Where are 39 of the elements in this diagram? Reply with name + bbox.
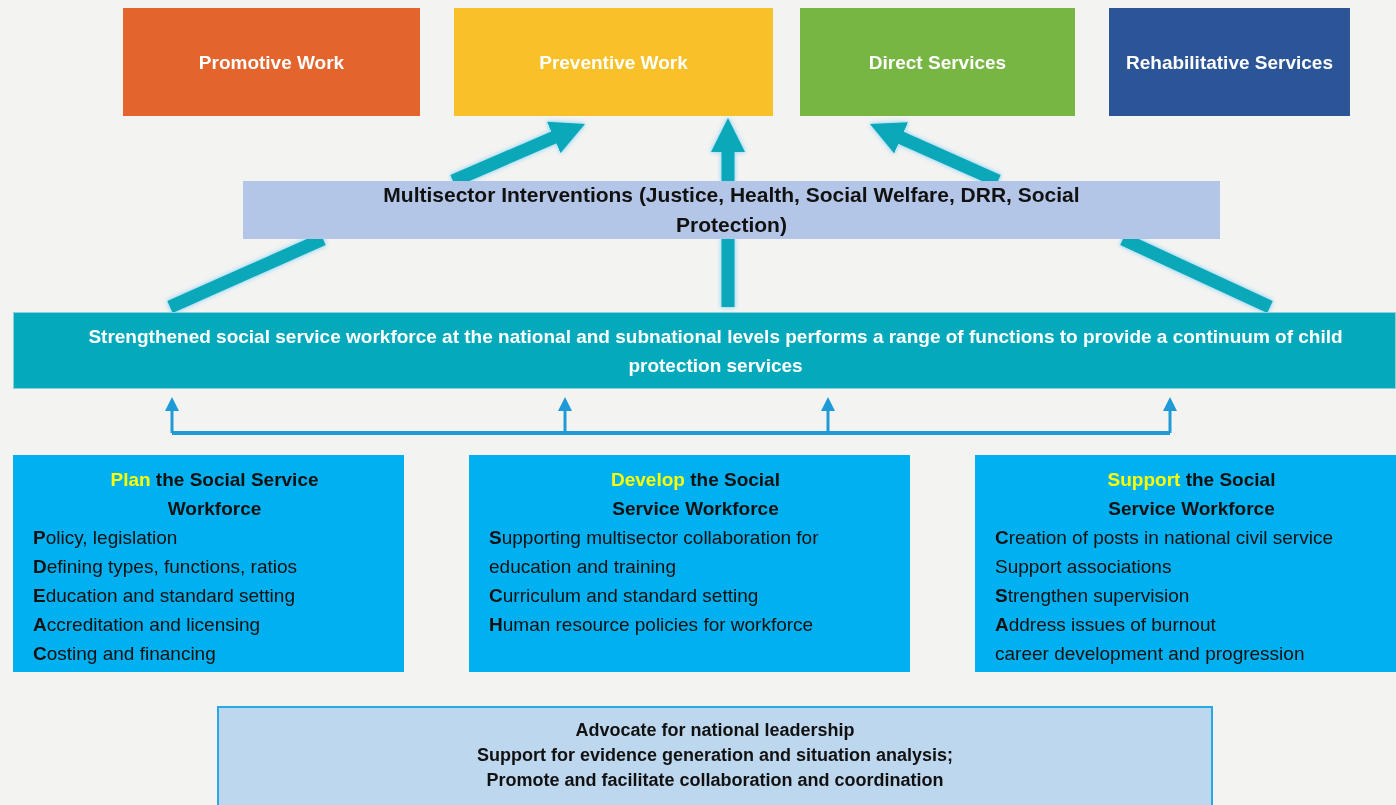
category-box [1109,8,1350,116]
content-box [975,455,1396,672]
box-label: Preventive Work [539,50,688,75]
list-item: Support associations [995,555,1173,579]
content-box [13,455,404,672]
arrow [558,397,572,433]
box-title: Support the Social Service Workforce [1106,468,1277,521]
banner [13,312,1396,389]
category-box [123,8,420,116]
list-item: Policy, legislation [33,526,179,550]
arrow [821,397,835,433]
arrow [1163,397,1177,433]
note-text: Advocate for national leadership [575,719,855,742]
note-box [217,706,1213,805]
list-item: Defining types, functions, ratios [33,555,299,579]
banner-text: Multisector Interventions (Justice, Health, Social Welfare, DRR, Social Protection) [382,182,1081,238]
arrow [165,397,179,433]
box-label: Rehabilitative Services [1126,50,1333,75]
list-item: Creation of posts in national civil service [995,526,1334,550]
box-label: Promotive Work [198,50,345,75]
box-title: Plan the Social Service Workforce [109,468,320,521]
note-text: Promote and facilitate collaboration and coordination [486,769,944,792]
arrow [711,118,745,181]
list-item: Education and standard setting [33,584,296,608]
note-text: Support for evidence generation and situation analysis; [476,744,954,767]
banner-text: Strengthened social service workforce at the national and subnational levels performs a range of functions to provide a continuum of child protection services [87,324,1344,378]
list-item: Address issues of burnout [995,613,1217,637]
list-item: Strengthen supervision [995,584,1191,608]
category-box [454,8,773,116]
list-item: career development and progression [995,642,1306,666]
category-box [800,8,1075,116]
list-item: Costing and financing [33,642,217,666]
list-item: Accreditation and licensing [33,613,262,637]
list-item: Human resource policies for workforce [489,613,815,637]
content-box [469,455,910,672]
list-item: Curriculum and standard setting [489,584,760,608]
banner [243,181,1220,239]
box-title: Develop the Social Service Workforce [610,468,781,521]
box-label: Direct Services [868,50,1007,75]
